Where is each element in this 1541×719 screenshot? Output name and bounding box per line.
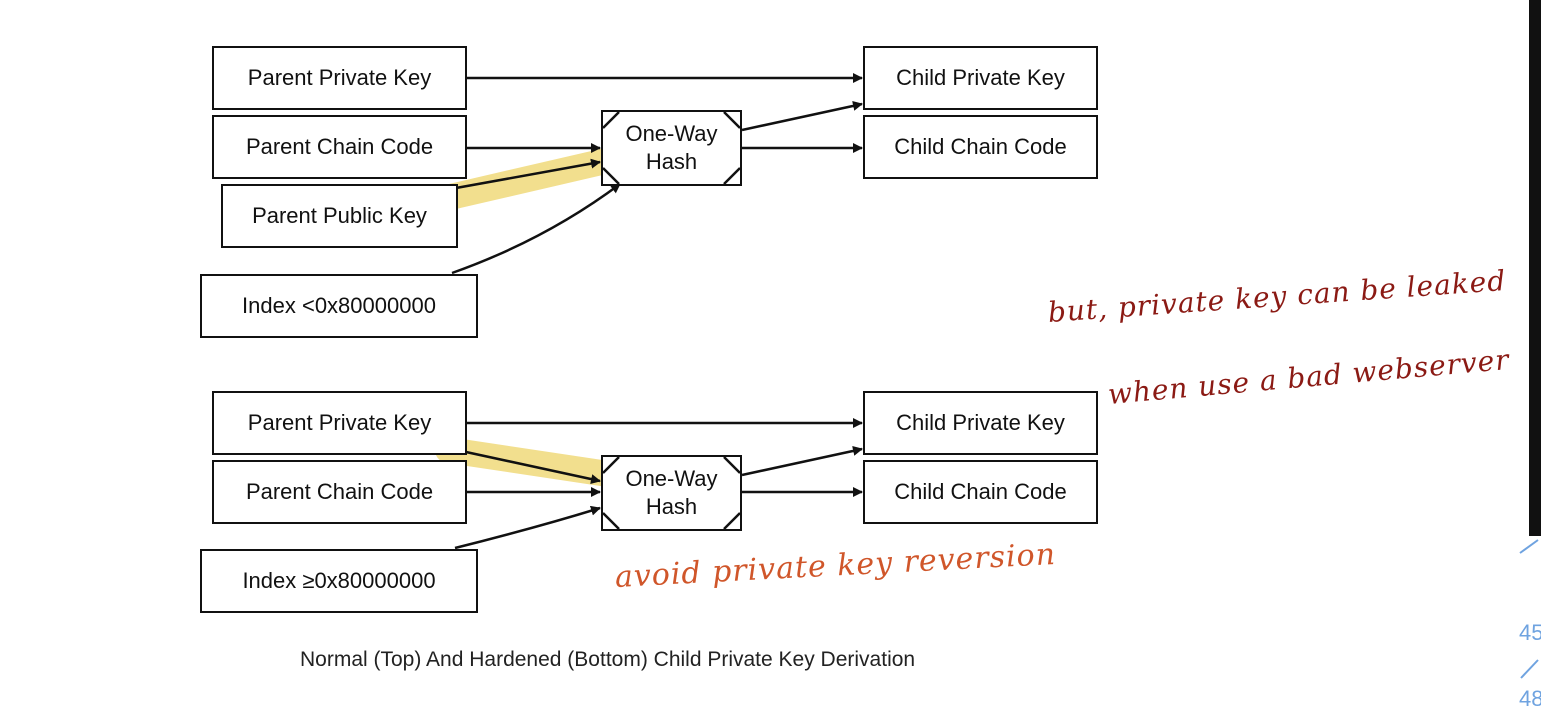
bottom-parent-chain-code-box: Parent Chain Code (212, 460, 467, 524)
bottom-child-private-key-box: Child Private Key (863, 391, 1098, 455)
bottom-index-box: Index ≥0x80000000 (200, 549, 478, 613)
bottom-parent-private-key-label: Parent Private Key (247, 410, 432, 435)
bottom-child-private-key-label: Child Private Key (896, 410, 1065, 435)
top-parent-public-key-label: Parent Public Key (252, 203, 427, 228)
hash-corner-marks (601, 110, 741, 185)
hash-corner-marks (601, 455, 741, 530)
bottom-child-chain-code-label: Child Chain Code (894, 479, 1067, 504)
top-hash-line2: Hash (645, 149, 698, 174)
top-parent-private-key-label: Parent Private Key (247, 65, 432, 90)
bottom-hash-line2: Hash (645, 494, 698, 519)
arrow-top-hash-to-child-private (741, 101, 863, 132)
handwritten-underline (1519, 539, 1539, 554)
bottom-parent-private-key-box: Parent Private Key (212, 391, 467, 455)
bottom-child-chain-code-box: Child Chain Code (863, 460, 1098, 524)
top-child-private-key-label: Child Private Key (896, 65, 1065, 90)
bottom-index-label: Index ≥0x80000000 (242, 568, 436, 593)
top-index-box: Index <0x80000000 (200, 274, 478, 338)
bottom-hash-line1: One-Way (625, 466, 718, 491)
sidebar-number-1[interactable]: 45 (1519, 620, 1541, 645)
top-one-way-hash-box: One-Way Hash (601, 110, 742, 186)
sidebar-number-2[interactable]: 48 (1519, 686, 1541, 711)
arrow-top-index-to-hash (451, 182, 621, 275)
handwritten-slash (1520, 659, 1539, 679)
arrow-bottom-index-to-hash (454, 505, 601, 550)
right-scrollbar[interactable] (1529, 0, 1541, 536)
figure-caption: Normal (Top) And Hardened (Bottom) Child… (300, 648, 916, 671)
top-child-chain-code-label: Child Chain Code (894, 134, 1067, 159)
bottom-one-way-hash-box: One-Way Hash (601, 455, 742, 531)
arrow-top-public-to-hash (455, 158, 601, 190)
top-parent-private-key-box: Parent Private Key (212, 46, 467, 110)
arrow-bottom-hash-to-child-private (741, 446, 863, 477)
top-index-label: Index <0x80000000 (242, 293, 436, 318)
top-child-private-key-box: Child Private Key (863, 46, 1098, 110)
top-parent-public-key-box: Parent Public Key (221, 184, 458, 248)
top-hash-line1: One-Way (625, 121, 718, 146)
top-parent-chain-code-label: Parent Chain Code (245, 134, 434, 159)
bottom-parent-chain-code-label: Parent Chain Code (245, 479, 434, 504)
arrow-bottom-private-to-hash (465, 450, 601, 484)
top-child-chain-code-box: Child Chain Code (863, 115, 1098, 179)
top-parent-chain-code-box: Parent Chain Code (212, 115, 467, 179)
